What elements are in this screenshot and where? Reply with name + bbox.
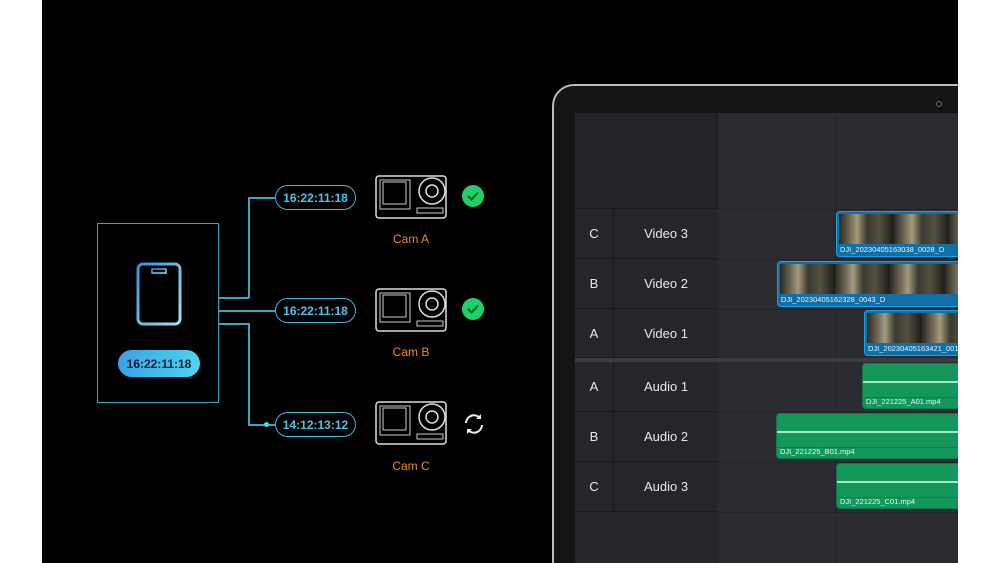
track-header-video-1[interactable]: A Video 1 bbox=[575, 309, 718, 358]
camera-icon bbox=[375, 401, 447, 445]
audio-clip[interactable]: DJI_221225_C01.mp4 bbox=[836, 463, 958, 509]
sync-icon bbox=[465, 414, 483, 434]
track-letter: A bbox=[575, 309, 614, 357]
track-name: Video 3 bbox=[644, 226, 688, 241]
camera-icon bbox=[375, 175, 447, 219]
cam-c-label: Cam C bbox=[392, 459, 430, 473]
track-header-audio-2[interactable]: B Audio 2 bbox=[575, 412, 718, 462]
audio-clip[interactable]: DJI_221225_A01.mp4 bbox=[862, 363, 958, 409]
track-name: Audio 1 bbox=[643, 379, 689, 394]
check-icon bbox=[462, 185, 484, 207]
track-header-audio-1[interactable]: A Audio 1 bbox=[575, 362, 718, 412]
editor-timeline: C Video 3 B Video 2 A Video 1 A Audio 1 B Aud… bbox=[575, 113, 958, 563]
webcam-icon bbox=[936, 101, 942, 107]
track-letter: C bbox=[575, 462, 614, 511]
cam-b-timecode: 16:22:11:18 bbox=[275, 298, 356, 323]
track-header-video-3[interactable]: C Video 3 bbox=[575, 209, 718, 259]
track-letter: B bbox=[575, 412, 614, 461]
track-letter: A bbox=[575, 362, 614, 411]
sync-illustration: 16:22:11:18 16:22:11:18 16:22:11:18 14:1… bbox=[42, 0, 958, 563]
phone-icon bbox=[136, 262, 182, 326]
track-letter: B bbox=[575, 259, 614, 308]
timecode-hub bbox=[97, 223, 219, 403]
track-header-video-2[interactable]: B Video 2 bbox=[575, 259, 718, 309]
hub-timecode: 16:22:11:18 bbox=[118, 350, 200, 377]
cam-b-label: Cam B bbox=[392, 345, 430, 359]
video-clip[interactable]: DJI_20230405163038_0028_D bbox=[836, 211, 958, 257]
cam-a-timecode: 16:22:11:18 bbox=[275, 185, 356, 210]
track-header-audio-3[interactable]: C Audio 3 bbox=[575, 462, 718, 512]
track-name: Audio 3 bbox=[643, 479, 689, 494]
laptop-frame: C Video 3 B Video 2 A Video 1 A Audio 1 B Aud… bbox=[552, 84, 958, 563]
track-name: Video 1 bbox=[644, 325, 688, 341]
timeline-area[interactable]: DJI_20230405163038_0028_D DJI_2023040516… bbox=[718, 113, 958, 563]
camera-icon bbox=[375, 288, 447, 332]
track-name: Audio 2 bbox=[643, 429, 689, 444]
video-clip[interactable]: DJI_20230405162328_0043_D bbox=[777, 261, 958, 307]
audio-clip[interactable]: DJI_221225_B01.mp4 bbox=[776, 413, 958, 459]
video-clip[interactable]: DJI_20230405163421_0013_D bbox=[864, 310, 958, 356]
check-icon bbox=[462, 298, 484, 320]
track-letter: C bbox=[575, 209, 614, 258]
track-name: Video 2 bbox=[644, 276, 688, 291]
cam-a-label: Cam A bbox=[392, 232, 429, 246]
cam-c-timecode: 14:12:13:12 bbox=[275, 412, 356, 437]
